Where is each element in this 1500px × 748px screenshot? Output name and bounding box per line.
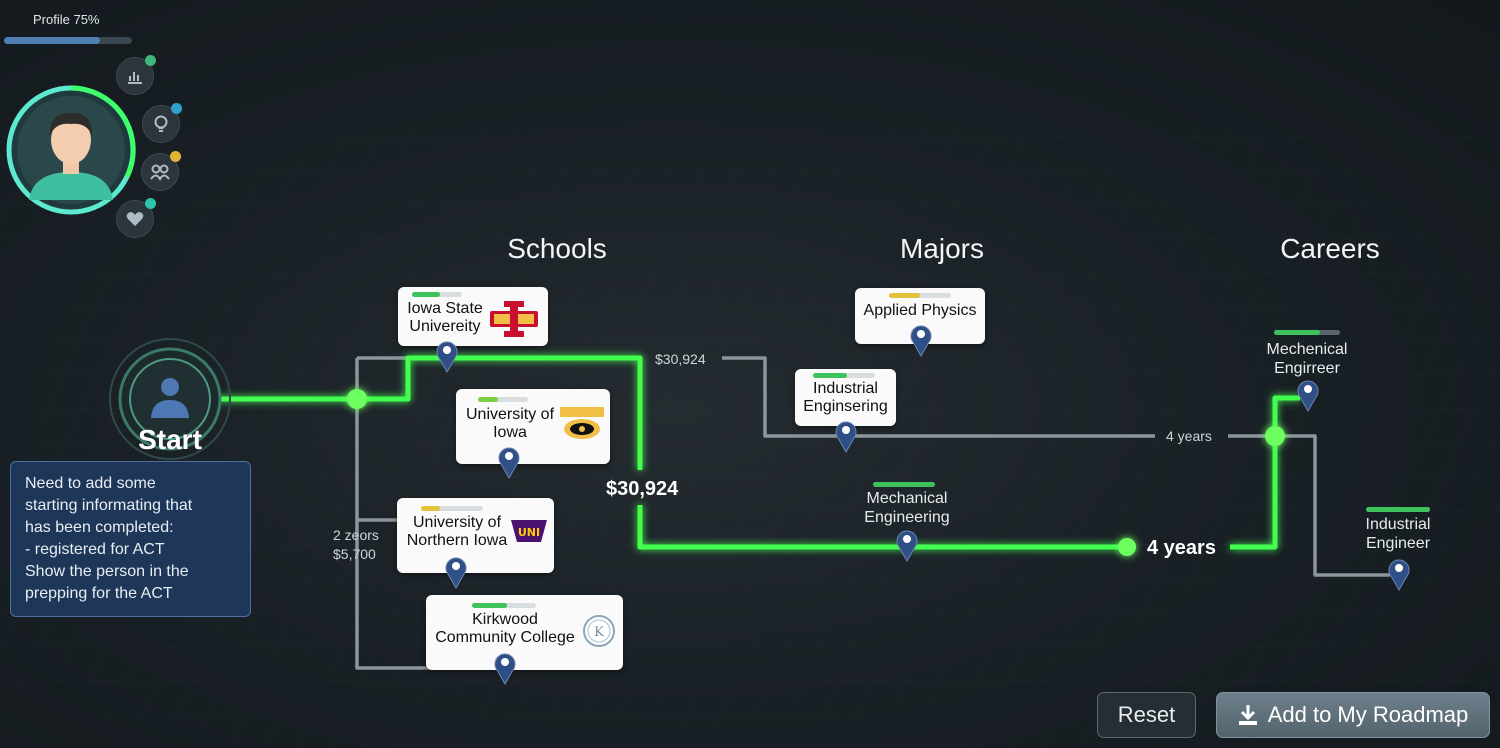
major-name: Applied Physics xyxy=(863,302,977,319)
profile-progress-label: Profile 75% xyxy=(33,12,100,27)
major-progress-bar xyxy=(889,293,951,298)
svg-text:K: K xyxy=(594,625,604,640)
school-progress-bar xyxy=(478,397,528,402)
iowa-state-logo-icon xyxy=(490,301,538,337)
career-label-mechanical-engineer[interactable]: Mechenical Engirreer xyxy=(1266,341,1348,377)
people-icon-badge xyxy=(170,151,181,162)
location-pin-icon xyxy=(896,530,918,562)
cost-label-main: $30,924 xyxy=(606,478,679,500)
major-card-applied-physics[interactable]: Applied Physics xyxy=(855,288,985,344)
location-pin-icon xyxy=(1297,380,1319,412)
cost-label-top: $30,924 xyxy=(655,351,706,367)
major-label-mechanical-engineering[interactable]: Mechanical Engineering xyxy=(864,490,950,526)
junction-node-years xyxy=(1118,538,1136,556)
junction-node-careers xyxy=(1265,426,1285,446)
svg-text:UNI: UNI xyxy=(518,526,540,539)
profile-progress-fill xyxy=(4,37,100,44)
major-progress-bar xyxy=(813,373,875,378)
main-path-start xyxy=(195,355,643,470)
side-icon-people[interactable] xyxy=(141,151,181,191)
uni-logo-icon: UNI xyxy=(511,520,547,542)
location-pin-icon xyxy=(445,557,467,589)
school-name: Iowa State Univereity xyxy=(407,300,483,335)
school-card-kirkwood[interactable]: Kirkwood Community College K xyxy=(426,595,623,670)
column-heading-schools: Schools xyxy=(507,233,607,264)
location-pin-icon xyxy=(1388,559,1410,591)
school-name: Kirkwood Community College xyxy=(435,611,575,646)
side-icon-lightbulb[interactable] xyxy=(142,103,182,143)
major-name: Industrial Enginsering xyxy=(803,380,888,415)
path-industrial-branch xyxy=(722,356,1155,438)
path-industrial-career xyxy=(1275,434,1390,577)
location-pin-icon xyxy=(910,325,932,357)
lightbulb-icon-badge xyxy=(171,103,182,114)
location-pin-icon xyxy=(494,653,516,685)
school-card-university-of-iowa[interactable]: University of Iowa xyxy=(456,389,610,464)
community-cost-label: $5,700 xyxy=(333,546,376,562)
chart-icon-badge xyxy=(145,55,156,66)
school-name: University of Northern Iowa xyxy=(406,514,508,549)
side-icon-heart[interactable] xyxy=(116,198,156,238)
add-to-roadmap-label: Add to My Roadmap xyxy=(1267,702,1469,727)
career-label-industrial-engineer[interactable]: Industrial Engineer xyxy=(1365,516,1431,552)
side-icon-chart[interactable] xyxy=(116,55,156,95)
major-card-industrial-engineering[interactable]: Industrial Enginsering xyxy=(795,369,896,426)
add-to-roadmap-button[interactable]: Add to My Roadmap xyxy=(1216,692,1490,738)
start-node[interactable] xyxy=(108,338,232,462)
heart-icon-badge xyxy=(145,198,156,209)
location-pin-icon xyxy=(835,421,857,453)
school-progress-bar xyxy=(421,506,483,511)
avatar[interactable] xyxy=(3,82,139,218)
start-label: Start xyxy=(138,424,202,455)
path-school-branch xyxy=(355,358,430,670)
info-note: Need to add some starting informating th… xyxy=(10,461,251,617)
main-path-mid xyxy=(637,505,1125,550)
column-heading-majors: Majors xyxy=(899,233,984,264)
career-progress-bar-industrial xyxy=(1366,507,1430,512)
chart-icon xyxy=(128,72,142,84)
duration-label-small: 4 years xyxy=(1166,428,1212,444)
people-icon xyxy=(150,164,170,182)
heart-icon xyxy=(126,212,144,226)
profile-progress-bar xyxy=(4,37,132,44)
kirkwood-logo-icon: K xyxy=(583,615,615,647)
community-duration-label: 2 zeors xyxy=(333,527,379,543)
school-name: University of Iowa xyxy=(465,406,555,441)
column-heading-careers: Careers xyxy=(1280,233,1380,264)
school-card-iowa-state[interactable]: Iowa State Univereity xyxy=(398,287,548,346)
main-path-end xyxy=(1230,395,1300,550)
reset-button-label: Reset xyxy=(1117,702,1176,727)
download-icon xyxy=(1238,705,1257,725)
school-progress-bar xyxy=(472,603,536,608)
iowa-hawkeyes-logo-icon xyxy=(560,407,604,439)
reset-button[interactable]: Reset xyxy=(1097,692,1196,738)
location-pin-icon xyxy=(498,447,520,479)
major-progress-bar-mechanical xyxy=(873,482,935,487)
duration-label-main: 4 years xyxy=(1147,537,1216,559)
location-pin-icon xyxy=(436,341,458,373)
lightbulb-icon xyxy=(154,115,168,132)
school-progress-bar xyxy=(412,292,462,297)
school-card-northern-iowa[interactable]: University of Northern Iowa UNI xyxy=(397,498,554,573)
junction-node-schools xyxy=(347,389,367,409)
career-progress-bar-mechanical xyxy=(1274,330,1340,335)
